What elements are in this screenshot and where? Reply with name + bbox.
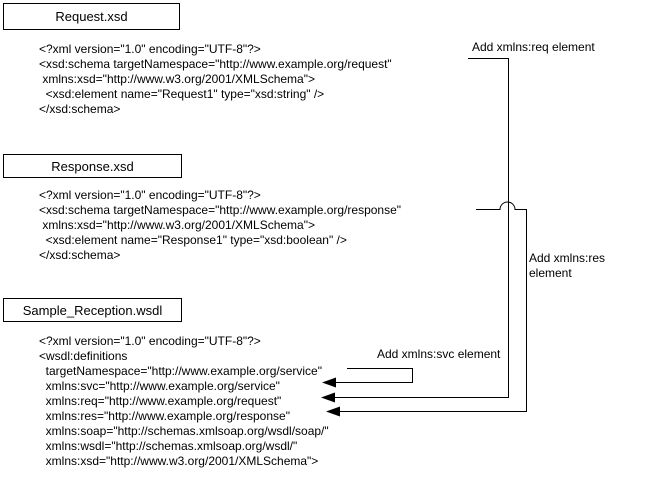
code-block-wsdl: <?xml version="1.0" encoding="UTF-8"?> <… bbox=[39, 334, 329, 469]
file-box-request: Request.xsd bbox=[3, 3, 180, 30]
file-box-response-label: Response.xsd bbox=[51, 158, 134, 174]
annotation-add-xmlns-res: Add xmlns:res element bbox=[529, 251, 606, 280]
code-line: </xsd:schema> bbox=[39, 102, 121, 116]
file-box-response: Response.xsd bbox=[3, 154, 182, 178]
code-line: <?xml version="1.0" encoding="UTF-8"?> bbox=[39, 334, 261, 348]
code-line: </xsd:schema> bbox=[39, 248, 121, 262]
file-box-wsdl: Sample_Reception.wsdl bbox=[3, 298, 182, 322]
code-line: xmlns:xsd="http://www.w3.org/2001/XMLSch… bbox=[39, 72, 315, 86]
code-line: xmlns:svc="http://www.example.org/servic… bbox=[39, 379, 280, 393]
annotation-add-xmlns-req: Add xmlns:req element bbox=[472, 40, 595, 54]
code-line: xmlns:wsdl="http://schemas.xmlsoap.org/w… bbox=[39, 439, 298, 453]
code-line: xmlns:soap="http://schemas.xmlsoap.org/w… bbox=[39, 424, 329, 438]
code-line: <xsd:schema targetNamespace="http://www.… bbox=[39, 57, 392, 71]
code-line: <?xml version="1.0" encoding="UTF-8"?> bbox=[39, 42, 261, 56]
file-box-wsdl-label: Sample_Reception.wsdl bbox=[22, 302, 163, 318]
code-line: <?xml version="1.0" encoding="UTF-8"?> bbox=[39, 188, 261, 202]
code-block-response: <?xml version="1.0" encoding="UTF-8"?> <… bbox=[39, 188, 401, 263]
code-line: <xsd:element name="Request1" type="xsd:s… bbox=[39, 87, 325, 101]
code-line: xmlns:xsd="http://www.w3.org/2001/XMLSch… bbox=[39, 218, 315, 232]
code-line: xmlns:req="http://www.example.org/reques… bbox=[39, 394, 282, 408]
code-line: targetNamespace="http://www.example.org/… bbox=[39, 364, 322, 378]
code-line: xmlns:xsd="http://www.w3.org/2001/XMLSch… bbox=[39, 454, 319, 468]
code-line: xmlns:res="http://www.example.org/respon… bbox=[39, 409, 290, 423]
code-line: <xsd:schema targetNamespace="http://www.… bbox=[39, 203, 402, 217]
file-box-request-label: Request.xsd bbox=[55, 9, 128, 24]
svc-connector-line bbox=[336, 368, 413, 383]
code-line: <xsd:element name="Response1" type="xsd:… bbox=[39, 233, 347, 247]
code-line: <wsdl:definitions bbox=[39, 349, 128, 363]
code-block-request: <?xml version="1.0" encoding="UTF-8"?> <… bbox=[39, 42, 392, 117]
annotation-add-xmlns-svc: Add xmlns:svc element bbox=[377, 347, 501, 361]
